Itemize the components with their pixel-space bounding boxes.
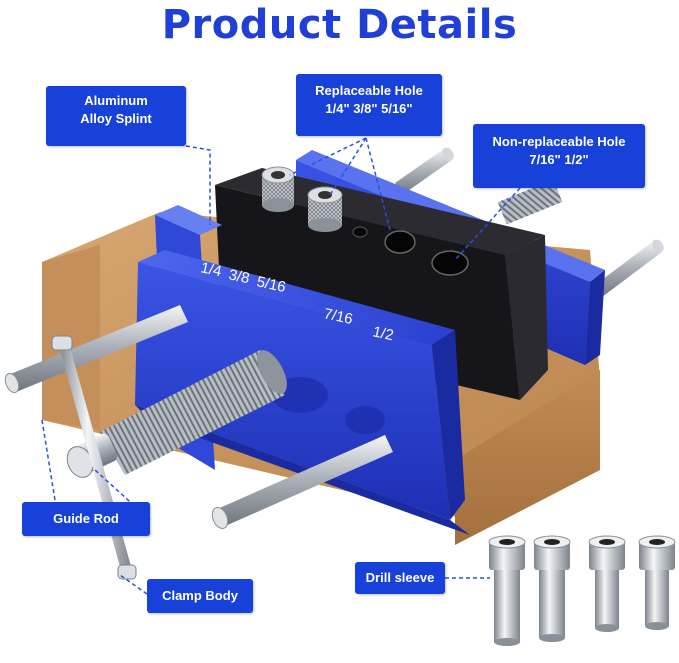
label-replaceable-line2: 1/4" 3/8" 5/16"	[325, 101, 413, 116]
label-guide-rod: Guide Rod	[22, 502, 150, 536]
label-guide-rod-text: Guide Rod	[53, 511, 119, 526]
label-replaceable-hole: Replaceable Hole 1/4" 3/8" 5/16"	[296, 74, 442, 136]
drill-sleeves	[488, 535, 676, 646]
drill-sleeve-3	[588, 535, 626, 632]
label-aluminum-line1: Aluminum	[84, 93, 148, 108]
label-nonreplaceable-line1: Non-replaceable Hole	[492, 134, 626, 149]
etch-size-2: 3/8	[227, 266, 251, 287]
drill-sleeve-4	[638, 535, 676, 630]
knurled-bushings	[261, 166, 343, 232]
label-non-replaceable-hole: Non-replaceable Hole 7/16" 1/2"	[473, 124, 645, 188]
label-clamp-body-text: Clamp Body	[162, 588, 238, 603]
front-guide-rods	[4, 305, 393, 530]
label-nonreplaceable-line2: 7/16" 1/2"	[529, 152, 589, 167]
rear-guide-rods	[395, 147, 664, 297]
etch-size-4: 7/16	[322, 305, 354, 328]
label-aluminum-alloy-splint: Aluminum Alloy Splint	[46, 86, 186, 146]
drill-sleeve-1	[488, 535, 526, 646]
etch-size-3: 5/16	[255, 273, 287, 296]
sleeve-holes	[352, 226, 469, 276]
page-title: Product Details	[161, 2, 518, 48]
label-drill-sleeve: Drill sleeve	[355, 562, 445, 594]
drill-sleeve-2	[533, 535, 571, 642]
etch-size-1: 1/4	[199, 259, 223, 280]
label-aluminum-line2: Alloy Splint	[80, 111, 152, 126]
etch-size-5: 1/2	[371, 323, 395, 344]
label-replaceable-line1: Replaceable Hole	[315, 83, 423, 98]
label-clamp-body: Clamp Body	[147, 579, 253, 613]
label-drill-sleeve-text: Drill sleeve	[365, 570, 435, 585]
etched-size-markings: 1/4 3/8 5/16 7/16 1/2	[199, 259, 395, 344]
